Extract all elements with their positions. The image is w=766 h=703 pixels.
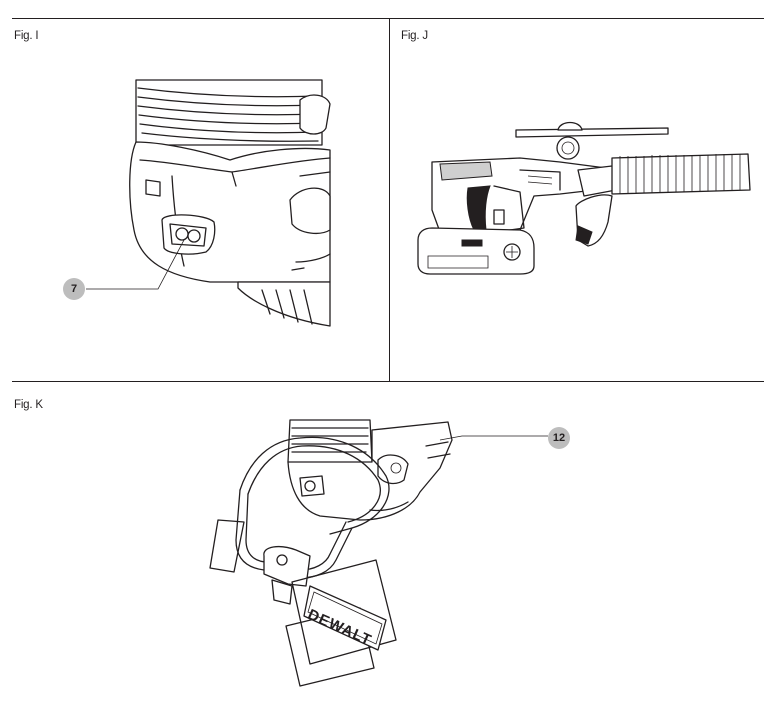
cooling-fins xyxy=(137,87,319,142)
figure-j-label: Fig. J xyxy=(401,30,428,42)
figure-i-label: Fig. I xyxy=(14,30,39,42)
callout-7: 7 xyxy=(63,278,85,300)
bellows-ribs xyxy=(619,154,741,194)
figure-k-label: Fig. K xyxy=(14,399,43,411)
callout-12: 12 xyxy=(548,427,570,449)
panel-divider xyxy=(389,18,390,381)
middle-rule xyxy=(12,381,764,382)
top-rule xyxy=(12,18,764,19)
